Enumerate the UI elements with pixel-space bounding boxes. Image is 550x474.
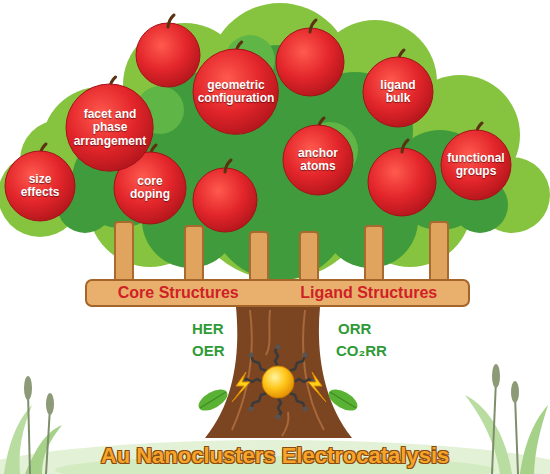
apple-body	[114, 152, 186, 224]
apple-body	[363, 57, 433, 127]
apple-node: geometric configuration	[192, 48, 279, 135]
nanocluster-part-part	[289, 393, 305, 409]
apple-node: ligand bulk	[362, 56, 434, 128]
plain-apples-part	[168, 15, 174, 27]
leaves-part	[330, 392, 356, 408]
nanocluster-part-part	[251, 393, 267, 409]
branch-posts-part	[185, 226, 203, 284]
apple-label: facet and phase arrangement	[70, 108, 150, 148]
right-plants-part	[492, 364, 500, 388]
nanocluster-part-part	[303, 407, 308, 412]
trunk-part	[205, 307, 352, 438]
apple-label: size effects	[10, 173, 70, 199]
left-plants-part	[46, 408, 50, 474]
right-plants-part	[492, 380, 496, 474]
reaction-label: HER	[192, 320, 224, 337]
left-plants	[4, 376, 62, 474]
branch-posts	[115, 222, 448, 284]
plain-apples-part	[310, 20, 316, 32]
reaction-label: OER	[192, 342, 225, 359]
right-plants	[465, 364, 548, 474]
trunk	[205, 307, 352, 438]
leaves-part	[200, 392, 226, 408]
apple-label: functional groups	[441, 152, 511, 178]
reaction-label: ORR	[338, 320, 371, 337]
branch-posts-part	[115, 222, 133, 284]
branch-posts-part	[300, 232, 318, 284]
apple-node: facet and phase arrangement	[65, 83, 154, 172]
lightning-bolts	[232, 372, 326, 402]
plain-apples-part	[225, 160, 231, 172]
nanocluster-part	[243, 347, 313, 417]
canopy-light	[0, 3, 550, 280]
apple-node: functional groups	[440, 129, 512, 201]
apple-node: size effects	[4, 150, 76, 222]
structure-label: Ligand Structures	[300, 284, 437, 302]
branch-posts-part	[250, 232, 268, 284]
structure-label: Core Structures	[118, 284, 239, 302]
branch-band: Core Structures Ligand Structures	[85, 279, 470, 307]
plain-apples-part	[402, 140, 408, 152]
nanocluster	[241, 345, 316, 420]
left-plants-part	[28, 392, 30, 474]
left-plants-part	[46, 393, 54, 415]
diagram-title: Au Nanoclusters Electrocatalysis	[0, 443, 550, 469]
nanocluster-part-part	[289, 355, 305, 371]
lightning-bolts-part	[308, 372, 326, 402]
leaves-part	[195, 385, 231, 415]
nanocluster-part-part	[278, 398, 281, 417]
nanocluster-part-part	[303, 353, 308, 358]
right-plants-part	[465, 395, 512, 474]
leaves	[195, 385, 361, 415]
nanocluster-part-part	[276, 415, 281, 420]
reaction-label: CO₂RR	[336, 342, 387, 359]
plain-apples-part	[276, 28, 344, 96]
trunk-part	[303, 310, 324, 430]
ground-part	[0, 440, 550, 474]
nanocluster-part-part	[275, 347, 278, 366]
branch-posts-part	[365, 226, 383, 284]
apple-body	[193, 49, 278, 134]
plain-apples-part	[193, 168, 257, 232]
nanocluster-part	[241, 345, 316, 420]
right-plants-part	[520, 405, 548, 474]
lightning-bolts-part	[232, 372, 250, 402]
apple-label: geometric configuration	[194, 79, 278, 105]
apple-body	[66, 84, 153, 171]
trunk-part	[232, 310, 252, 430]
apple-label: ligand bulk	[370, 79, 426, 105]
plain-apples-part	[368, 148, 436, 216]
trunk-part	[282, 412, 289, 436]
right-plants-part	[515, 396, 518, 474]
right-plants-part	[511, 381, 519, 403]
apple-body	[5, 151, 75, 221]
leaves-part	[325, 385, 361, 415]
nanocluster-part-part	[276, 345, 281, 350]
nanocluster-part-part	[249, 353, 254, 358]
ground	[0, 440, 550, 474]
plain-apples-part	[136, 23, 200, 87]
apple-label: core doping	[119, 175, 181, 201]
trunk-part	[266, 310, 270, 355]
nanocluster-part-part	[251, 355, 267, 371]
apple-label: anchor atoms	[285, 147, 351, 173]
apple-body	[441, 130, 511, 200]
nanocluster-part	[262, 366, 294, 398]
nanocluster-part-part	[249, 407, 254, 412]
apple-body	[283, 125, 353, 195]
apple-node: anchor atoms	[282, 124, 354, 196]
left-plants-part	[24, 376, 32, 400]
branch-posts-part	[430, 222, 448, 284]
